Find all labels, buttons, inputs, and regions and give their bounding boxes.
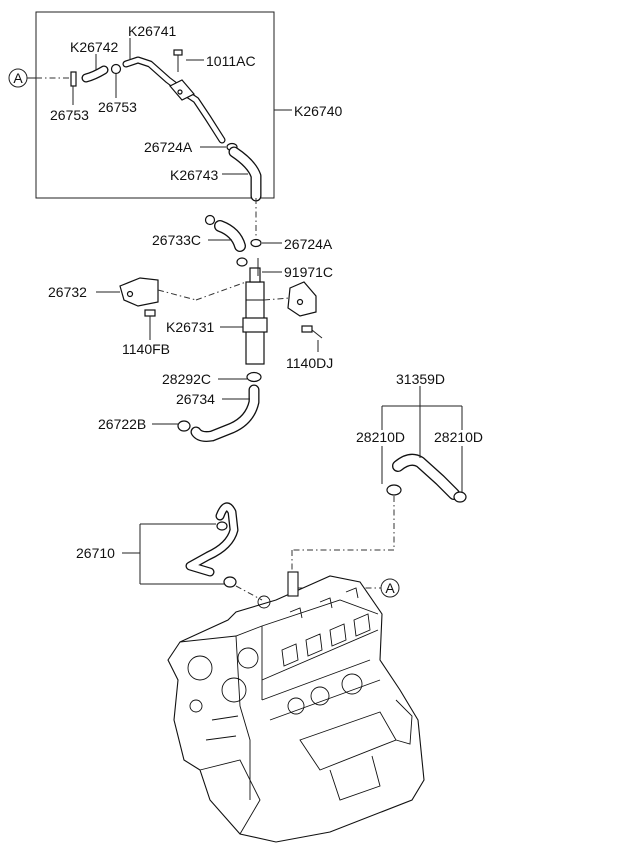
pipe-bracket — [169, 79, 195, 101]
bolt-1011ac[interactable] — [173, 49, 183, 72]
hose-26734[interactable] — [190, 384, 260, 442]
bolt-1140dj[interactable] — [301, 325, 323, 339]
hose-26733c[interactable] — [214, 220, 246, 252]
label-1011ac: 1011AC — [206, 53, 256, 69]
label-26732: 26732 — [48, 284, 87, 300]
label-26724a-top: 26724A — [144, 139, 193, 155]
svg-text:A: A — [13, 70, 23, 86]
ref-circle-a-top[interactable]: A — [8, 68, 28, 88]
pipe-26710[interactable] — [185, 502, 239, 577]
label-26722b: 26722B — [98, 416, 146, 432]
label-28292c: 28292C — [162, 371, 211, 387]
hose-k26743[interactable] — [228, 146, 262, 202]
bracket-right[interactable] — [287, 281, 317, 317]
label-26734: 26734 — [176, 391, 215, 407]
bolt-1140fb[interactable] — [144, 309, 156, 330]
tube-26753-small[interactable] — [70, 71, 77, 87]
clamp-26710-top[interactable] — [216, 521, 228, 531]
label-k26743: K26743 — [170, 167, 218, 183]
label-26724a-mid: 26724A — [284, 236, 333, 252]
label-28210d-left: 28210D — [356, 429, 405, 445]
label-26753-b: 26753 — [98, 99, 137, 115]
svg-text:A: A — [385, 580, 395, 596]
oil-separator-k26731[interactable] — [242, 267, 268, 365]
clamp-26753[interactable] — [110, 63, 122, 75]
label-1140dj: 1140DJ — [286, 355, 333, 371]
clamp-28210d-right[interactable] — [453, 491, 467, 503]
label-31359d: 31359D — [396, 371, 445, 387]
label-26733c: 26733C — [152, 232, 201, 248]
label-1140fb: 1140FB — [122, 341, 170, 357]
engine-block-illustration — [167, 571, 425, 843]
label-k26740: K26740 — [294, 103, 342, 119]
hose-k26742[interactable] — [81, 65, 109, 83]
breather-pipe-k26741[interactable] — [122, 56, 226, 144]
label-k26741: K26741 — [128, 23, 176, 39]
clamp-26733c-top[interactable] — [204, 214, 216, 226]
assembly-box-k26740 — [35, 11, 275, 199]
clamp-separator-top[interactable] — [236, 257, 248, 267]
bracket-26732[interactable] — [119, 277, 159, 307]
label-26753-a: 26753 — [50, 107, 89, 123]
label-k26731: K26731 — [166, 319, 214, 335]
leader-lines — [72, 38, 463, 585]
ref-circle-a-bottom[interactable]: A — [380, 578, 400, 598]
label-28210d-right: 28210D — [434, 429, 483, 445]
clamp-26724a-mid[interactable] — [250, 238, 262, 248]
label-26710: 26710 — [76, 545, 115, 561]
label-k26742: K26742 — [70, 39, 118, 55]
clamp-26722b[interactable] — [177, 420, 191, 432]
clamp-28210d-left[interactable] — [386, 484, 402, 496]
hose-31359d[interactable] — [392, 453, 460, 500]
label-91971c: 91971C — [284, 264, 333, 280]
clamp-28292c[interactable] — [246, 371, 262, 383]
clamp-26710-bottom[interactable] — [223, 576, 237, 588]
